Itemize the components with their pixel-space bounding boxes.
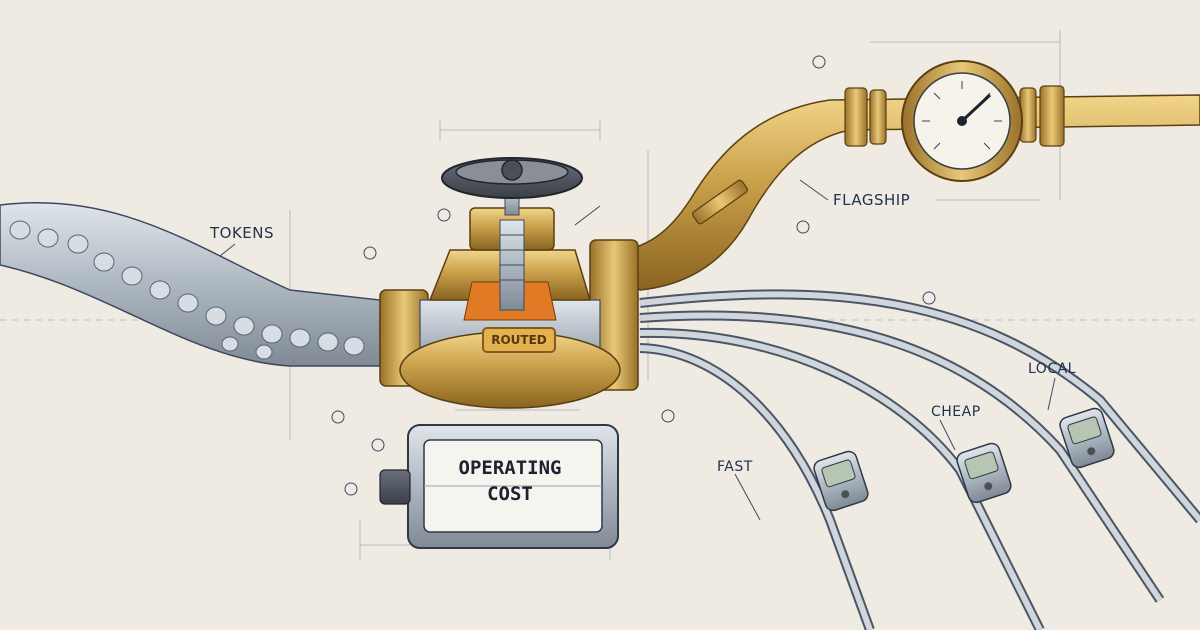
label-flagship: FLAGSHIP [833, 191, 911, 209]
cost-counter-text: OPERATING COST [436, 455, 584, 507]
valve-body [379, 184, 639, 409]
cost-counter [379, 424, 619, 549]
valve-badge: ROUTED [482, 327, 556, 353]
label-tokens: TOKENS [210, 224, 275, 242]
flagship-pipe [598, 85, 1200, 291]
pressure-gauge-icon [901, 60, 1023, 182]
cost-line-2: COST [487, 483, 533, 505]
label-local: LOCAL [1028, 361, 1076, 377]
handwheel-icon [441, 157, 583, 199]
output-tubes [639, 289, 1200, 630]
cost-line-1: OPERATING [458, 457, 562, 479]
label-cheap: CHEAP [931, 404, 981, 420]
label-fast: FAST [717, 459, 753, 475]
callout-markers [204, 55, 1056, 521]
inlet-pipe [0, 201, 381, 367]
digital-meter-icon [813, 407, 1115, 512]
